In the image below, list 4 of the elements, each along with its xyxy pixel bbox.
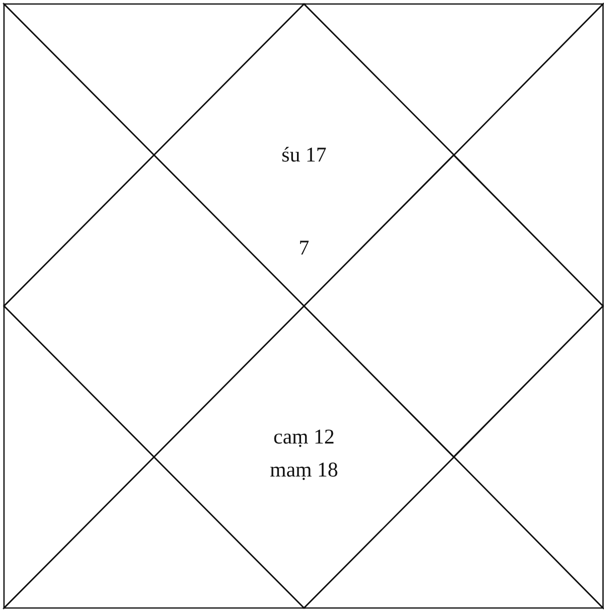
planet-degree-label: caṃ 12 [273,424,335,450]
house-number: 7 [298,236,310,260]
planet-degree-label: śu 17 [282,142,326,168]
planet-degree-label: maṃ 18 [270,458,338,482]
